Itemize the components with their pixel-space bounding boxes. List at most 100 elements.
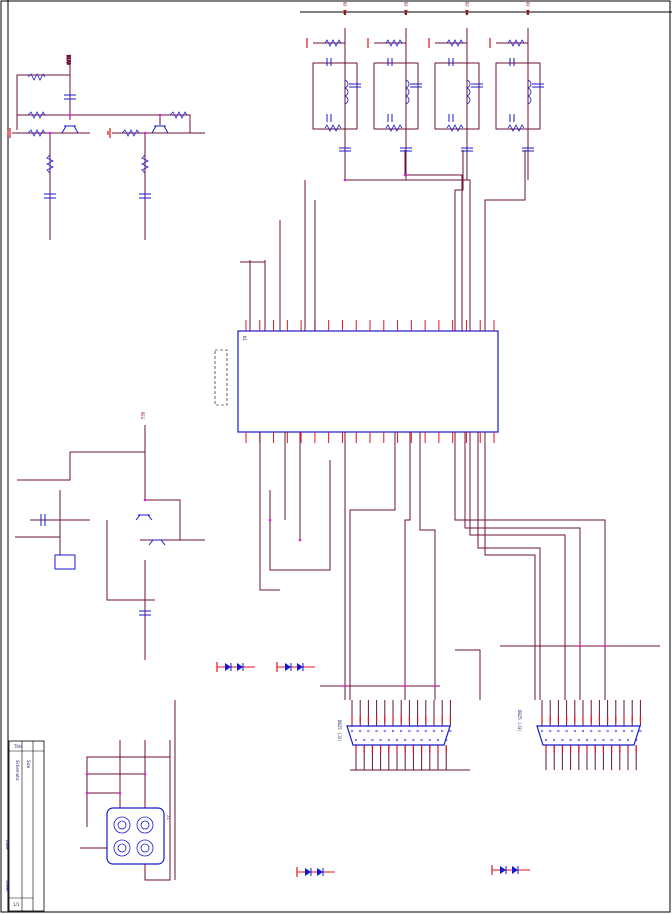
junction-dot [343, 684, 347, 688]
junction-dot [143, 772, 147, 776]
resistor-icon [385, 124, 403, 132]
junction-dot [118, 791, 122, 795]
title-block-size: Size [26, 760, 31, 769]
resistor-icon [324, 39, 342, 47]
resistor-icon [385, 39, 403, 47]
inductor-icon [344, 79, 349, 105]
capacitor-icon [139, 193, 151, 199]
rf-filter-frame [434, 62, 480, 130]
connector-contact [395, 738, 399, 742]
connector-contact [404, 738, 407, 742]
connector-contact [363, 738, 366, 742]
junction-dot [403, 684, 407, 688]
rf-input-label: RF IN [525, 2, 530, 15]
capacitor-icon [139, 610, 151, 616]
rf-filter-frame [373, 62, 419, 130]
connector-contact [635, 738, 638, 742]
connector-contact [639, 729, 642, 733]
transistor-icon [151, 125, 169, 134]
connector-contact [590, 729, 593, 733]
transistor-stage: BIAS [12, 55, 205, 240]
resistor-icon [46, 154, 54, 174]
rf-input-label: RF IN [464, 2, 469, 15]
connector-contact [573, 729, 576, 733]
led-icon [512, 866, 518, 874]
resistor-icon [324, 124, 342, 132]
led-icon [285, 663, 291, 671]
connector-contact [618, 738, 621, 742]
junction-dots [48, 113, 607, 795]
resistor-icon [121, 129, 140, 137]
junction-dot [298, 538, 302, 542]
resistor-icon [507, 124, 525, 132]
title-block-date: Date [5, 840, 10, 850]
connector-contact [350, 729, 354, 733]
capacitor-icon [44, 193, 56, 199]
connector-contact [432, 729, 436, 733]
junction-dot [85, 772, 89, 776]
title-block-sheet-num: 1/1 [13, 902, 20, 907]
led-icon [317, 868, 323, 876]
transistor-icon [61, 125, 79, 134]
resistor-icon [446, 124, 464, 132]
junction-dot [433, 684, 437, 688]
led-icon [225, 663, 231, 671]
led-icon [305, 868, 311, 876]
signal-bus [259, 432, 660, 771]
rf-filter-frame [312, 62, 358, 130]
connector-contact [561, 738, 564, 742]
transistor-stage-parts [7, 73, 188, 199]
connector-contact [420, 738, 423, 742]
connector-contact [416, 729, 419, 733]
connector-contact [610, 738, 613, 742]
connector-contact [412, 738, 415, 742]
power-connector-label: J1 [166, 815, 171, 820]
junction-dot [403, 173, 407, 177]
connector-left-label: DB25 (J2) [337, 720, 342, 742]
transistor-icon [135, 514, 153, 521]
db25-connector-left: DB25 (J2) [337, 700, 452, 770]
title-block-row: Title [13, 744, 23, 749]
led-icon [237, 663, 243, 671]
rf-input-marker [344, 10, 346, 15]
connector-contact [626, 738, 630, 742]
connector-contact [631, 729, 634, 733]
junction-dot [603, 644, 607, 648]
title-block: Title Schematic Size Date Sheet 1/1 [5, 740, 45, 912]
regulator-section [15, 425, 205, 660]
rf-filter-block: RF IN [367, 2, 422, 180]
connector-contact [614, 729, 617, 733]
connector-contact [436, 738, 440, 742]
connector-contact [354, 738, 358, 742]
regulator-label: REG [140, 412, 145, 420]
connector-contact [428, 738, 431, 742]
connector-contact [549, 729, 552, 733]
connector-contact [594, 738, 597, 742]
connector-contact [553, 738, 556, 742]
rf-filter-block: RF IN [489, 2, 544, 180]
connector-contact [602, 738, 605, 742]
main-ic: U1 [214, 320, 499, 443]
led-icon [297, 663, 303, 671]
ic-top-wiring [240, 150, 526, 331]
regulator-parts: REG [40, 412, 166, 616]
junction-dot [85, 791, 89, 795]
led-pairs [216, 662, 530, 877]
led-icon [500, 866, 506, 874]
rf-filter-frame [495, 62, 541, 130]
connector-contact [449, 729, 452, 733]
title-block-company: Schematic [15, 760, 20, 781]
title-block-sheet: Sheet [5, 880, 10, 892]
inductor-icon [466, 79, 471, 105]
rf-input-label: RF IN [403, 2, 408, 15]
ground-icon [7, 128, 11, 138]
rf-filter-block: RF IN [428, 2, 483, 180]
connector-contact [581, 729, 585, 733]
resistor-icon [507, 39, 525, 47]
connector-contact [565, 729, 568, 733]
connector-contact [577, 738, 580, 742]
junction-dot [578, 644, 582, 648]
